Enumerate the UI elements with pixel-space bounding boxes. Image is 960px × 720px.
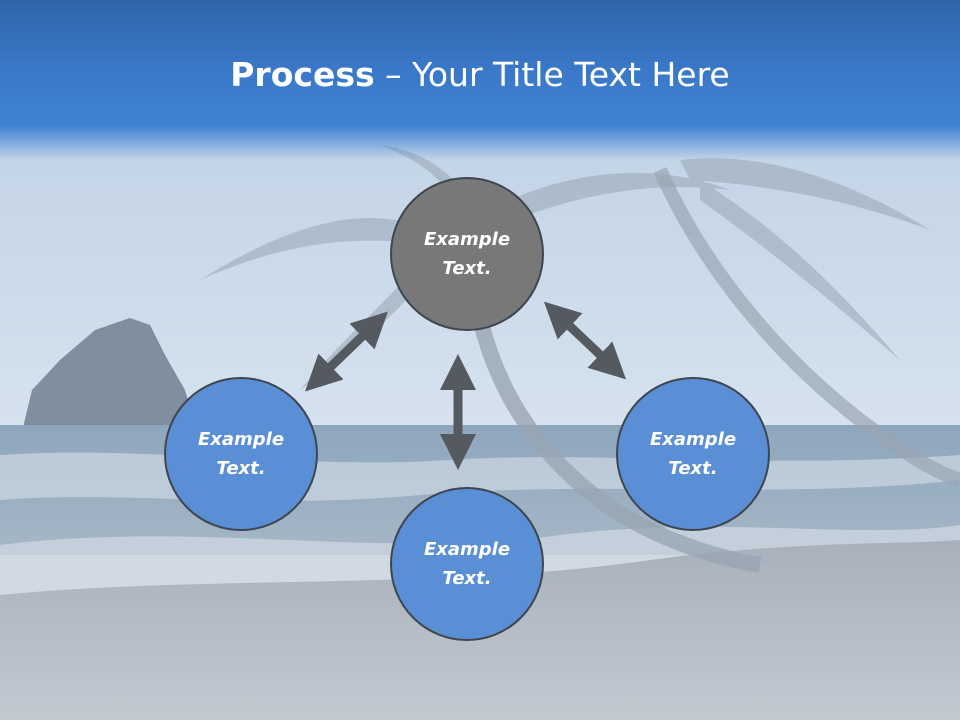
right-node-label: Example Text. — [649, 429, 737, 479]
left-node: Example Text. — [164, 377, 318, 531]
title-bold: Process — [230, 55, 375, 94]
right-node: Example Text. — [616, 377, 770, 531]
title-band — [0, 0, 960, 160]
bottom-node: Example Text. — [390, 487, 544, 641]
arrow-center-right — [543, 301, 627, 380]
center-node-label: Example Text. — [423, 229, 511, 279]
bottom-node-label: Example Text. — [423, 539, 511, 589]
arrow-center-left — [305, 311, 388, 392]
slide-title: Process – Your Title Text Here — [0, 52, 960, 98]
left-node-label: Example Text. — [197, 429, 285, 479]
title-rest: – Your Title Text Here — [374, 55, 730, 94]
center-node: Example Text. — [390, 177, 544, 331]
